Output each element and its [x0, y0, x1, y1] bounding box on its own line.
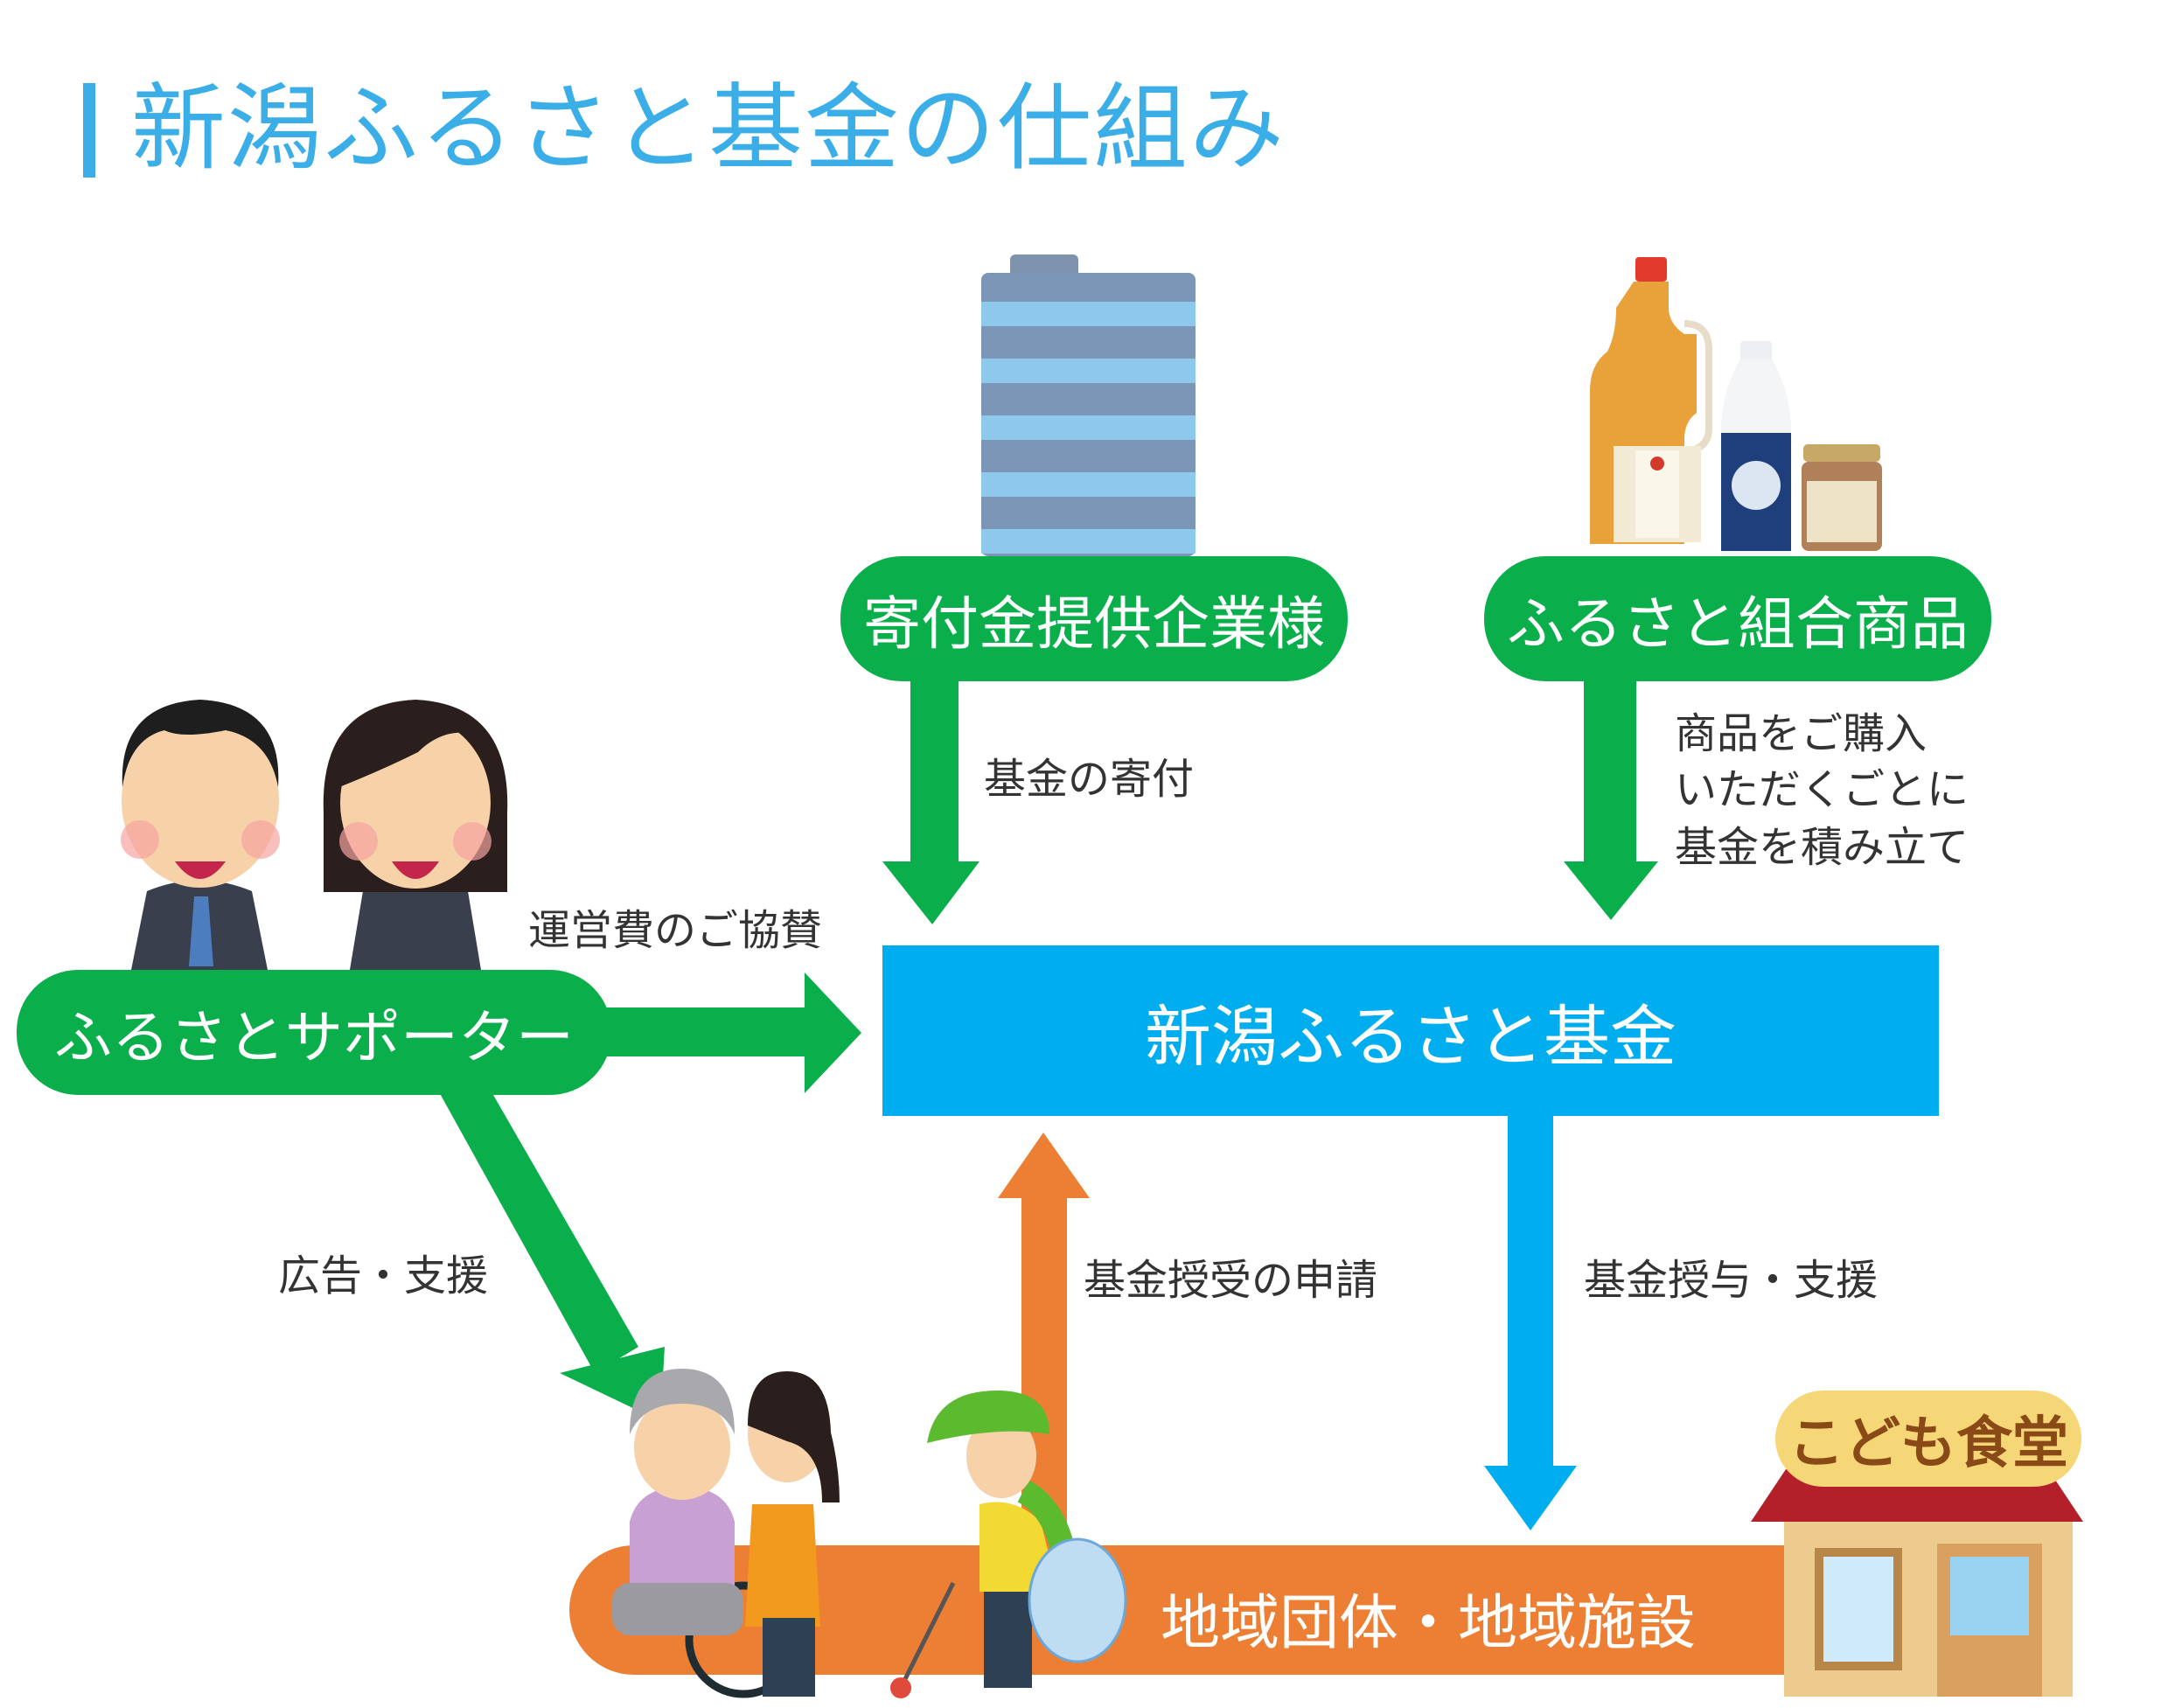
donor-companies-node: 寄付金提供企業様: [840, 556, 1348, 681]
arrow-application: [998, 1133, 1090, 1561]
application-flow-label: 基金授受の申請: [1084, 1256, 1378, 1305]
milk-bottle: [1721, 341, 1791, 556]
office-building-icon: [981, 254, 1196, 556]
businesswoman: [323, 700, 508, 970]
supporters-label: ふるさとサポーター: [54, 1003, 574, 1071]
donor-companies-label: 寄付金提供企業様: [863, 589, 1325, 658]
arrow-grant: [1484, 1111, 1577, 1530]
grant-flow-label: 基金授与・支援: [1584, 1256, 1879, 1305]
page-title: 新潟ふるさと基金の仕組み: [131, 74, 1286, 184]
products-label: ふるさと組合商品: [1507, 589, 1969, 658]
sponsorship-flow-label: 運営費のご協賛: [528, 906, 823, 955]
products-node: ふるさと組合商品: [1484, 556, 1991, 681]
fund-node: 新潟ふるさと基金: [882, 945, 1939, 1116]
purchase-flow-label-2: いただくごとに: [1675, 765, 1969, 814]
purchase-flow-label-3: 基金を積み立て: [1675, 823, 1969, 872]
community-label: 地域団体・地域施設: [1161, 1589, 1697, 1658]
shop-sign: こども食堂: [1788, 1412, 2068, 1476]
businessman: [121, 700, 280, 970]
vinegar-bottle: [1590, 257, 1712, 544]
ad-support-flow-label: 広告・支援: [278, 1251, 489, 1300]
arrow-donation: [882, 678, 979, 924]
products-icon: [1590, 257, 1882, 556]
title-accent-bar: [83, 83, 95, 178]
jar: [1802, 444, 1882, 551]
arrow-purchase: [1564, 678, 1658, 920]
fund-label: 新潟ふるさと基金: [1145, 997, 1677, 1076]
business-people-icon: [121, 700, 508, 970]
arrow-sponsorship: [603, 973, 861, 1093]
purchase-flow-label-1: 商品をご購入: [1675, 709, 1927, 758]
supporters-node: ふるさとサポーター: [17, 970, 611, 1095]
donation-flow-label: 基金の寄付: [984, 755, 1195, 804]
